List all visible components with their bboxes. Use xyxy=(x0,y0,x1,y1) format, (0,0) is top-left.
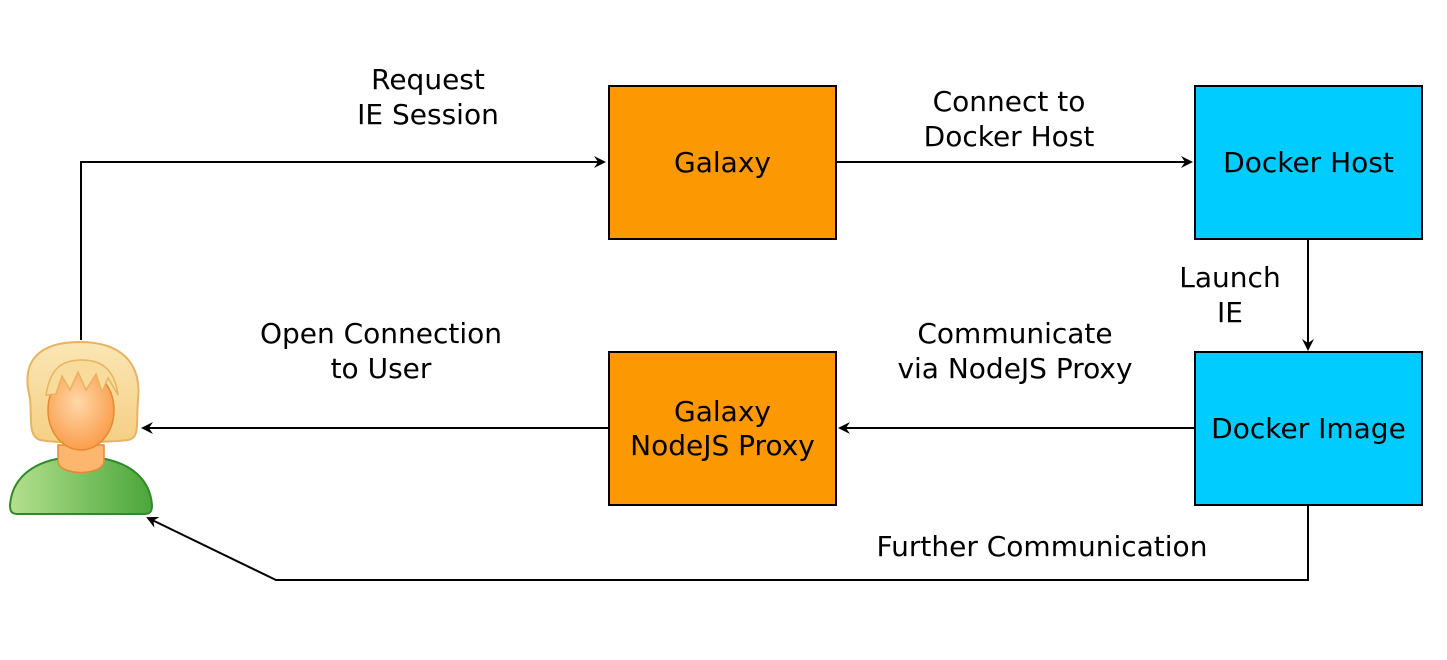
edge-label-communicate-proxy: Communicate via NodeJS Proxy xyxy=(897,317,1133,385)
edge-further-communication xyxy=(146,505,1309,581)
proxy-node: Galaxy NodeJS Proxy xyxy=(608,351,837,506)
proxy-node-label: Galaxy NodeJS Proxy xyxy=(630,394,815,462)
user-icon xyxy=(8,340,154,515)
docker-image-node-label: Docker Image xyxy=(1211,411,1406,445)
galaxy-node: Galaxy xyxy=(608,85,837,240)
edge-label-further-communication: Further Communication xyxy=(876,530,1208,563)
edge-label-open-connection: Open Connection to User xyxy=(259,317,503,385)
edge-label-connect-docker-host: Connect to Docker Host xyxy=(923,85,1095,153)
docker-host-node-label: Docker Host xyxy=(1223,145,1394,179)
docker-image-node: Docker Image xyxy=(1194,351,1423,506)
edge-request-ie-session xyxy=(80,156,606,340)
edge-label-request-ie-session: Request IE Session xyxy=(357,63,499,131)
galaxy-node-label: Galaxy xyxy=(674,145,771,179)
edge-label-launch-ie: Launch IE xyxy=(1179,261,1281,329)
docker-host-node: Docker Host xyxy=(1194,85,1423,240)
